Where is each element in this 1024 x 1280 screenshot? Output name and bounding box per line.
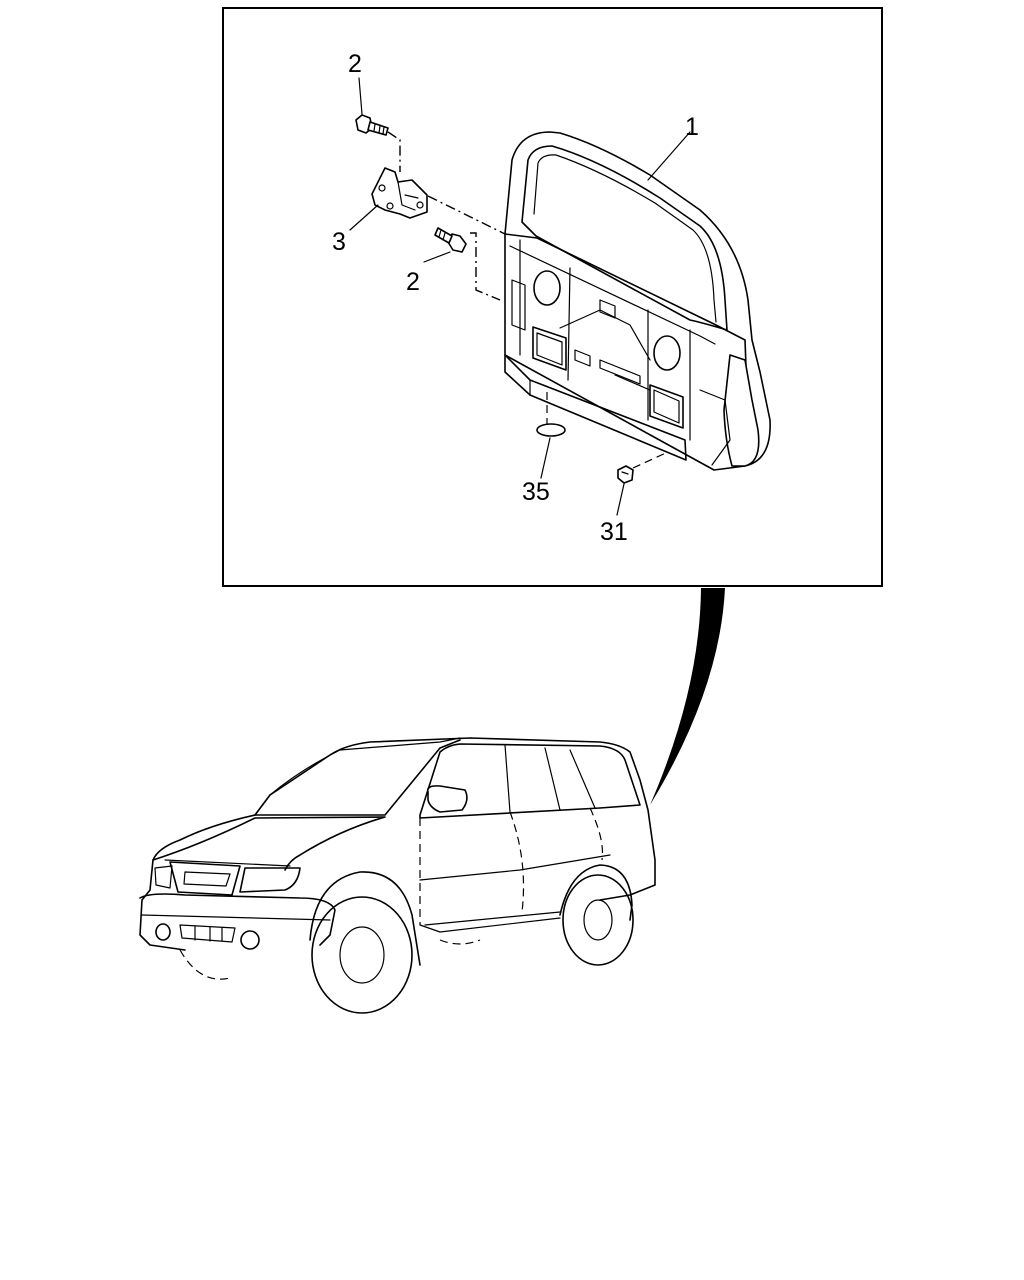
assembly-lines [387, 131, 669, 469]
callout-2-upper: 2 [348, 50, 362, 78]
vehicle-illustration [139, 737, 656, 1014]
part-1-front-panel [504, 131, 771, 471]
callout-35: 35 [522, 478, 550, 506]
part-31-clip [617, 465, 634, 484]
part-2-bolt-upper [355, 114, 389, 136]
part-2-bolt-lower [434, 227, 467, 253]
callout-1: 1 [685, 113, 699, 141]
callout-2-lower: 2 [406, 268, 420, 296]
leader-lines [349, 77, 691, 516]
callout-31: 31 [600, 518, 628, 546]
part-35-grommet [536, 423, 566, 437]
callout-3: 3 [332, 228, 346, 256]
detail-frame [222, 7, 883, 587]
location-pointer [650, 588, 725, 805]
part-3-bracket [371, 167, 428, 219]
